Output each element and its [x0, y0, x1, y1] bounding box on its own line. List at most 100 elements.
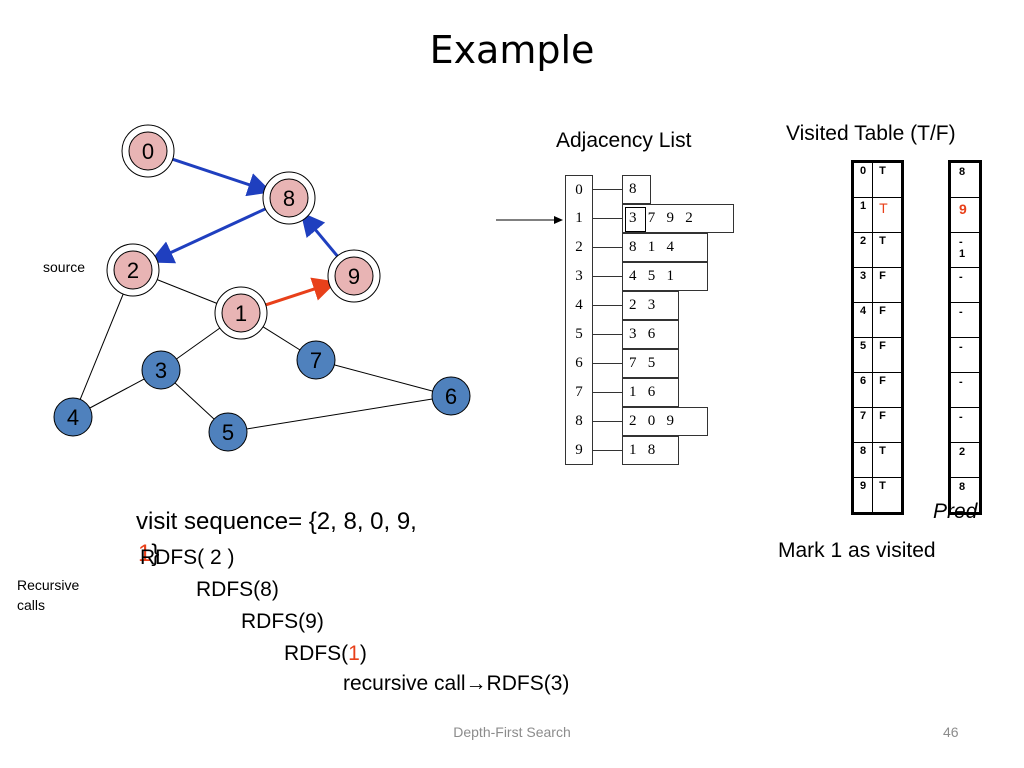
adjacency-link	[593, 450, 622, 451]
pred-value: -	[949, 267, 981, 303]
pred-row: -	[949, 407, 981, 443]
recursive-call-2: RDFS(9)	[241, 610, 324, 634]
visit-sequence: visit sequence= {2, 8, 0, 9,	[136, 508, 417, 535]
pred-value: -	[949, 372, 981, 408]
recursive-calls-label: Recursive calls	[17, 575, 79, 615]
recursive-label-line: calls	[17, 597, 46, 613]
adjacency-link	[593, 305, 622, 306]
slide-title: Example	[429, 28, 595, 72]
pred-row: -	[949, 267, 981, 303]
visited-value: F	[872, 267, 904, 303]
adjacency-neighbors: 7 5	[622, 349, 679, 378]
visit-sequence-close: }	[151, 540, 160, 567]
adjacency-neighbors: 2 0 9	[622, 407, 708, 436]
pred-value: 2	[949, 442, 981, 478]
visited-value: F	[872, 337, 904, 373]
visited-value: T	[872, 477, 904, 514]
recursive-call-0: RDFS( 2 )	[140, 546, 235, 570]
traversal-arrow-0-8	[157, 152, 272, 197]
adjacency-link	[593, 421, 622, 422]
footer-title: Depth-First Search	[453, 724, 571, 740]
pred-row: 8	[949, 477, 981, 514]
current-neighbor-highlight	[625, 207, 646, 232]
visited-vertex: 9	[851, 477, 874, 514]
pred-value: 9	[949, 197, 981, 233]
visited-vertex: 0	[851, 161, 874, 198]
adjacency-link	[593, 247, 622, 248]
visited-vertex: 3	[851, 267, 874, 303]
adjacency-neighbors: 2 3	[622, 291, 679, 320]
visited-vertex: 6	[851, 372, 874, 408]
adjacency-neighbors: 8	[622, 175, 651, 204]
visited-value: F	[872, 407, 904, 443]
visited-value: T	[872, 197, 904, 233]
visited-vertex: 1	[851, 197, 874, 233]
pred-value: -	[949, 337, 981, 373]
edge-7-6	[315, 359, 452, 397]
edge-5-6	[227, 395, 452, 433]
node-label: 2	[127, 258, 139, 283]
mark-visited-text: Mark 1 as visited	[778, 539, 936, 562]
node-label: 3	[155, 358, 167, 383]
adjacency-index: 9	[565, 436, 593, 465]
pred-value: -	[949, 302, 981, 338]
visit-sequence-continued: 1}	[138, 540, 159, 568]
pred-label: Pred	[933, 500, 978, 523]
call-text: recursive call	[343, 672, 466, 695]
adjacency-index: 5	[565, 320, 593, 349]
pred-row: - 1	[949, 232, 981, 268]
adjacency-neighbors: 3 6	[622, 320, 679, 349]
traversal-arrow-8-2	[149, 200, 281, 264]
node-label: 0	[142, 139, 154, 164]
adjacency-neighbors: 1 6	[622, 378, 679, 407]
adjacency-neighbors: 8 1 4	[622, 233, 708, 262]
node-5: 5	[208, 412, 248, 452]
adjacency-index: 4	[565, 291, 593, 320]
pred-row: -	[949, 337, 981, 373]
visited-vertex: 4	[851, 302, 874, 338]
adjacency-link	[593, 276, 622, 277]
pred-row: -	[949, 302, 981, 338]
call-arg: 1	[348, 642, 360, 665]
node-label: 7	[310, 348, 322, 373]
adjacency-index: 1	[565, 204, 593, 233]
visited-value: T	[872, 161, 904, 198]
adjacency-index: 7	[565, 378, 593, 407]
node-label: 4	[67, 405, 79, 430]
visited-table-title: Visited Table (T/F)	[786, 122, 956, 145]
source-label: source	[43, 259, 86, 275]
node-9: 9	[327, 249, 381, 303]
node-3: 3	[141, 350, 181, 390]
recursive-call-3: RDFS(1)	[284, 642, 367, 666]
pred-value: -	[949, 407, 981, 443]
adjacency-index: 0	[565, 175, 593, 204]
adjacency-index: 8	[565, 407, 593, 436]
adjacency-link	[593, 363, 622, 364]
node-6: 6	[431, 376, 471, 416]
pred-row: 2	[949, 442, 981, 478]
call-text: )	[359, 642, 367, 665]
adjacency-link	[593, 392, 622, 393]
visited-vertex: 2	[851, 232, 874, 268]
node-label: 8	[283, 186, 295, 211]
adjacency-index: 6	[565, 349, 593, 378]
visited-value: T	[872, 442, 904, 478]
node-0: 0	[121, 124, 175, 178]
node-8: 8	[262, 171, 316, 225]
visited-vertex: 7	[851, 407, 874, 443]
call-text: RDFS(8)	[196, 578, 279, 601]
adjacency-link	[593, 334, 622, 335]
recursive-label-line: Recursive	[17, 577, 80, 593]
visited-value: T	[872, 232, 904, 268]
node-label: 1	[235, 301, 247, 326]
adjacency-link	[593, 189, 622, 190]
pred-value: 8	[949, 161, 981, 198]
pred-value: - 1	[949, 232, 981, 268]
adjacency-list-title: Adjacency List	[556, 129, 692, 152]
